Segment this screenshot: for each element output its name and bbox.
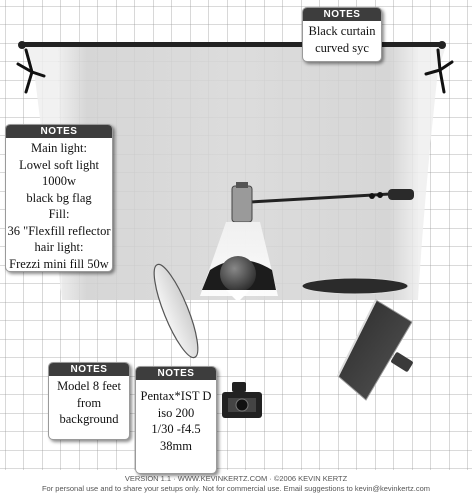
note-line: Lowel soft light [19, 157, 99, 172]
note-header: NOTES [303, 8, 381, 21]
hair-light-boom [231, 182, 414, 223]
left-stand-tripod-icon [16, 48, 46, 94]
note-line: Main light: [31, 141, 87, 155]
note-line: 1/30 -f4.5 [151, 422, 201, 436]
note-header: NOTES [136, 367, 216, 380]
footer: VERSION 1.1 · WWW.KEVINKERTZ.COM · ©2006… [0, 474, 472, 494]
model-subject [200, 222, 278, 302]
note-line: 1000w [41, 174, 77, 188]
note-header: NOTES [6, 125, 112, 138]
note-line: iso 200 [157, 405, 195, 420]
note-line: curved syc [315, 40, 369, 55]
softbox-main-light [337, 299, 413, 401]
note-line: from [76, 395, 102, 410]
footer-version: VERSION 1.1 · WWW.KEVINKERTZ.COM · ©2006… [124, 474, 348, 483]
note-line: Model 8 feet [57, 379, 121, 393]
note-header: NOTES [49, 363, 129, 376]
footer-disclaimer: For personal use and to share your setup… [41, 484, 431, 493]
flexfill-reflector [153, 263, 199, 359]
note-camera: NOTES Pentax*IST D iso 200 1/30 -f4.5 38… [135, 366, 217, 474]
note-model: NOTES Model 8 feet from background [48, 362, 130, 440]
note-backdrop: NOTES Black curtain curved syc [302, 7, 382, 62]
note-line: black bg flag [26, 190, 92, 205]
note-line: 38mm [160, 438, 192, 453]
right-stand-tripod-icon [424, 48, 454, 94]
backdrop-stand [18, 41, 446, 49]
note-line: Frezzi mini fill 50w [9, 256, 109, 271]
note-line: hair light: [34, 240, 84, 254]
note-lighting: NOTES Main light: Lowel soft light 1000w… [5, 124, 113, 272]
note-line: Black curtain [308, 24, 376, 38]
note-line: background [59, 412, 119, 426]
note-line: 36 "Flexfill reflector [7, 223, 111, 238]
note-line: Pentax*IST D [140, 389, 212, 403]
camera-icon [222, 382, 262, 418]
note-line: Fill: [48, 207, 70, 221]
flag-disc [301, 277, 409, 295]
